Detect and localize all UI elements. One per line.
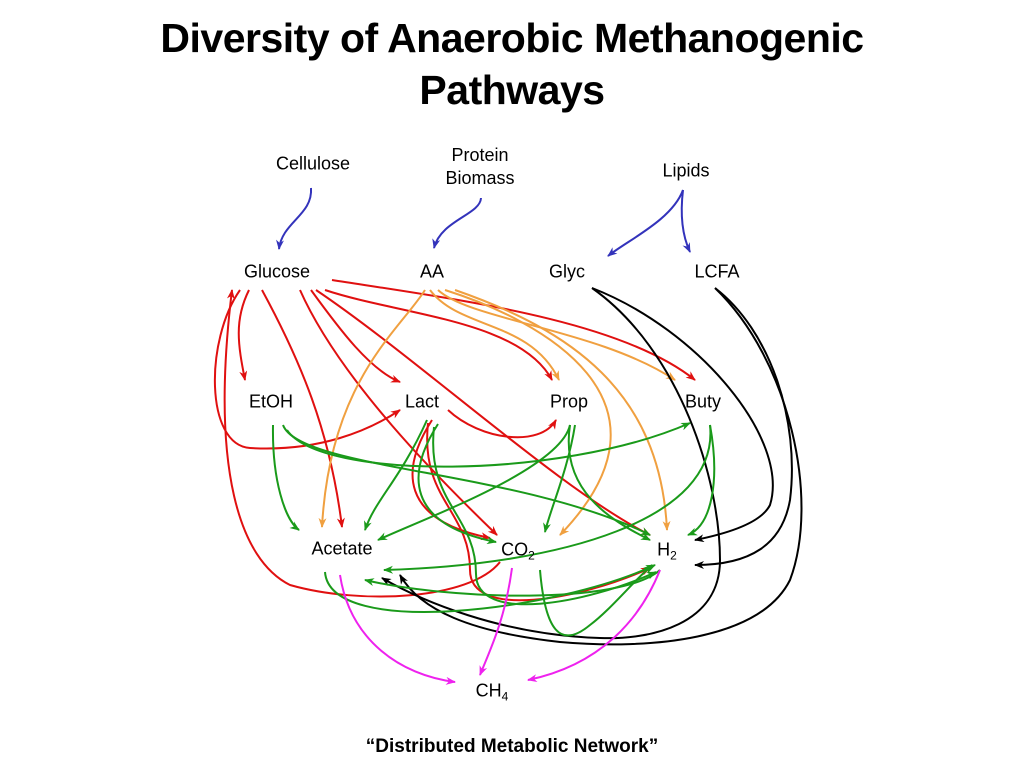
- title-line-2: Pathways: [419, 67, 605, 113]
- edge-glucose-to-prop: [324, 289, 553, 381]
- edge-buty-to-h2: [687, 424, 716, 536]
- edge-buty-to-acetate: [383, 424, 712, 574]
- edge-lact-to-acetate: [364, 419, 428, 531]
- node-label: AA: [419, 261, 445, 282]
- node-h2: H2: [657, 539, 677, 562]
- edge-glucose-to-lact: [310, 289, 401, 383]
- node-label-line-2: Biomass: [445, 168, 515, 188]
- node-label-subscript: 2: [670, 548, 677, 563]
- edge-lact-to-prop: [447, 409, 557, 439]
- node-aa: AA: [420, 261, 444, 284]
- edge-lcfa-to-h2: [694, 287, 793, 569]
- edge-etoh-to-acetate: [271, 424, 300, 531]
- node-co2: CO2: [501, 539, 535, 562]
- node-etoh: EtOH: [249, 391, 293, 414]
- title-line-1: Diversity of Anaerobic Methanogenic: [160, 15, 864, 61]
- edge-aa-to-co2: [444, 289, 612, 536]
- node-label: LCFA: [694, 261, 740, 282]
- node-lcfa: LCFA: [694, 261, 739, 284]
- node-label-subscript: 2: [528, 548, 535, 563]
- edge-lipids-to-lcfa: [680, 189, 691, 253]
- node-label: Buty: [684, 391, 722, 412]
- node-protein-biomass: Protein Biomass: [445, 144, 514, 190]
- node-label: Glucose: [243, 261, 311, 282]
- edge-lact-to-h2: [426, 422, 651, 602]
- node-lact: Lact: [405, 391, 439, 414]
- edge-glyc-to-h2: [591, 287, 774, 543]
- node-label: Cellulose: [275, 153, 351, 174]
- node-label: Glyc: [549, 261, 585, 282]
- figure-caption: “Distributed Metabolic Network”: [365, 736, 659, 757]
- node-label-base: H: [657, 539, 671, 560]
- edge-protein-to-aa: [432, 197, 482, 249]
- node-label-line-1: Protein: [451, 145, 509, 165]
- edge-co2-to-acetate: [223, 289, 501, 598]
- node-label: Acetate: [311, 538, 373, 559]
- node-buty: Buty: [685, 391, 721, 414]
- edge-glucose-to-buty: [331, 279, 696, 381]
- node-glucose: Glucose: [244, 261, 310, 284]
- edge-cellulose-to-glucose: [276, 187, 313, 250]
- node-glyc: Glyc: [549, 261, 585, 284]
- node-label-base: CH: [475, 680, 502, 701]
- node-label-subscript: 4: [501, 689, 509, 704]
- edge-etoh-to-lact: [213, 289, 401, 450]
- edge-prop-to-h2: [567, 424, 651, 541]
- edge-lipids-to-glyc: [607, 189, 684, 257]
- edge-h2-to-acetate: [364, 569, 661, 597]
- page-title: Diversity of Anaerobic Methanogenic Path…: [0, 12, 1024, 116]
- edge-glucose-to-h2: [315, 289, 651, 536]
- node-label: EtOH: [248, 391, 294, 412]
- node-label: Prop: [549, 391, 589, 412]
- edge-acetate-to-ch4: [339, 574, 456, 685]
- edge-etoh-to-h2: [282, 424, 651, 536]
- edge-aa-to-prop: [429, 289, 560, 381]
- edge-prop-to-co2: [543, 424, 576, 533]
- edge-lact-to-h2: [432, 426, 657, 606]
- edge-glucose-to-etoh: [237, 289, 250, 381]
- node-ch4: CH4: [476, 680, 509, 703]
- edge-etoh-to-buty: [286, 422, 691, 468]
- node-label-base: CO: [501, 539, 529, 560]
- edge-glyc-to-acetate: [381, 287, 722, 640]
- edge-co2-to-ch4: [479, 567, 513, 676]
- node-lipids: Lipids: [662, 160, 709, 183]
- node-label: Lipids: [662, 160, 710, 181]
- node-prop: Prop: [550, 391, 588, 414]
- edge-h2-to-ch4: [527, 569, 661, 683]
- edge-lcfa-to-acetate: [399, 287, 803, 646]
- edge-glucose-to-acetate: [261, 289, 345, 528]
- edge-aa-to-h2: [454, 289, 671, 531]
- edge-layer: [213, 187, 803, 685]
- edge-aa-to-acetate: [318, 289, 426, 528]
- node-cellulose: Cellulose: [276, 153, 350, 176]
- edge-prop-to-acetate: [377, 424, 571, 541]
- node-acetate: Acetate: [311, 538, 372, 561]
- edge-co2-to-h2: [539, 564, 653, 637]
- edge-glucose-to-co2: [299, 289, 498, 536]
- node-label: Lact: [404, 391, 440, 412]
- edge-acetate-to-h2: [324, 564, 656, 613]
